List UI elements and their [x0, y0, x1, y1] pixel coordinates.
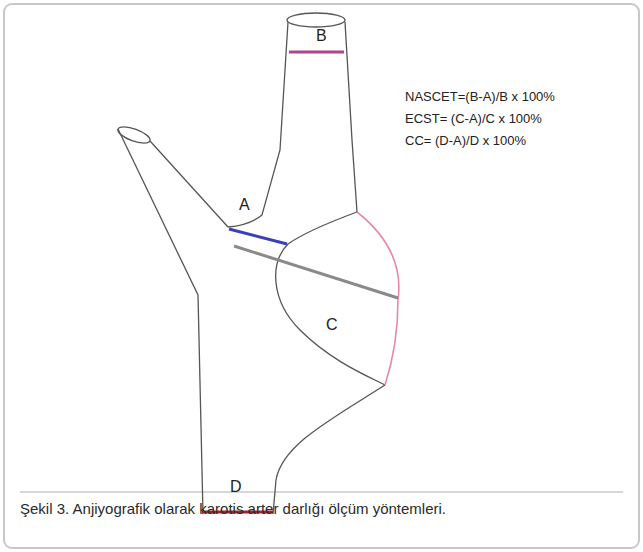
ica-opening	[287, 13, 345, 27]
caption-separator	[20, 492, 623, 493]
ica-right-wall	[345, 22, 357, 212]
ica-left-wall	[228, 22, 288, 227]
measure-c	[234, 246, 398, 298]
artery-outline	[116, 13, 385, 514]
eca-cca-left-wall	[118, 129, 203, 514]
segment-letter: D	[230, 478, 242, 496]
eca-upper-wall	[150, 141, 228, 227]
figure-caption: Şekil 3. Anjiyografik olarak karotis art…	[20, 500, 620, 518]
segment-letter: A	[239, 196, 250, 214]
cca-right-wall	[273, 385, 385, 514]
segment-letter: C	[326, 316, 338, 334]
formula-text: NASCET=(B-A)/B x 100%	[405, 90, 555, 105]
segment-letter: B	[316, 27, 327, 45]
formula-text: ECST= (C-A)/C x 100%	[405, 112, 542, 127]
original-bulb-outline	[357, 212, 399, 385]
figure-frame	[4, 4, 639, 548]
formula-text: CC= (D-A)/D x 100%	[405, 134, 526, 149]
measure-b	[289, 51, 344, 54]
stenosis-wall	[288, 212, 357, 244]
measure-a	[229, 229, 287, 244]
